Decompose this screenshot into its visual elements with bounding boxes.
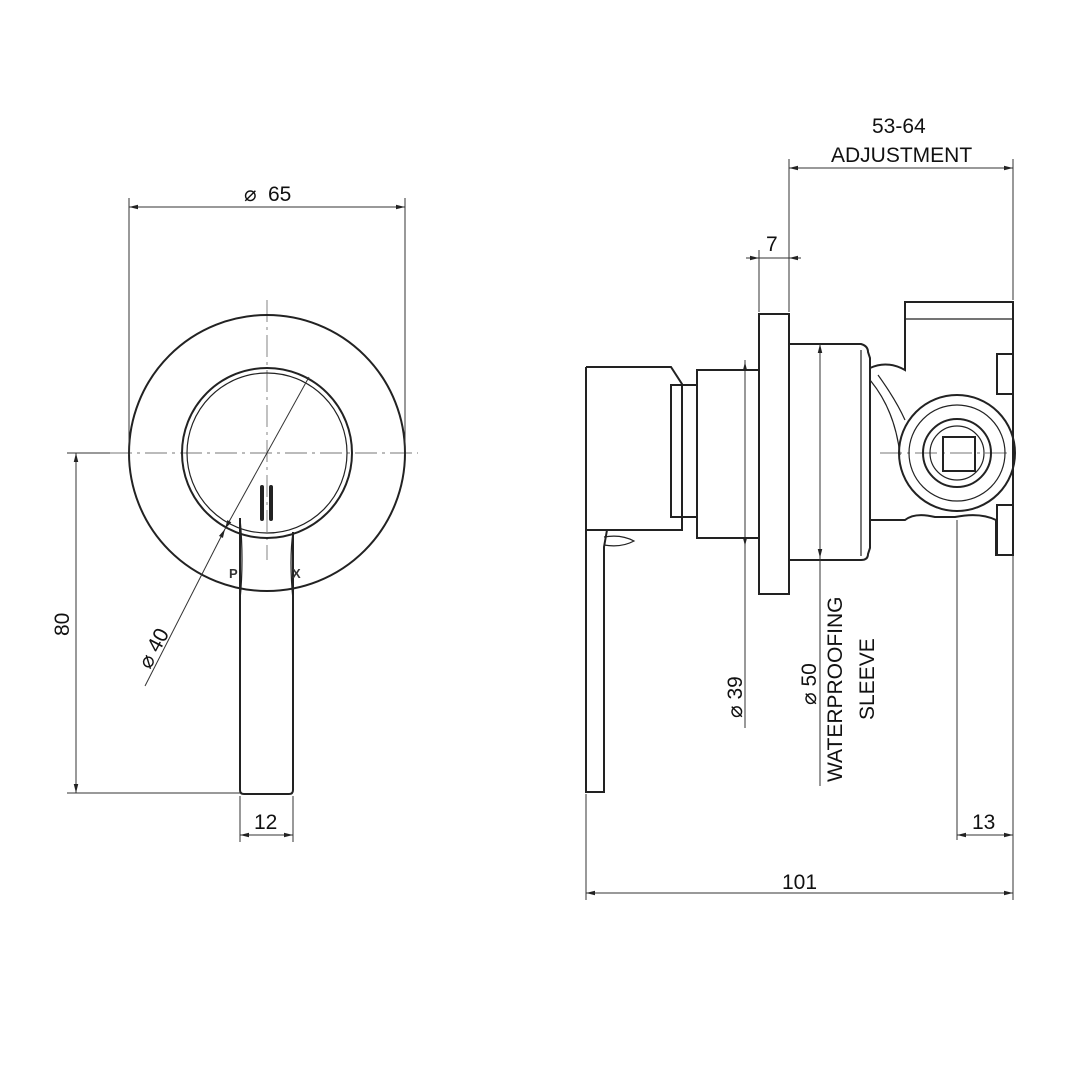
spindle-housing	[670, 384, 698, 518]
dimension-overall-depth: 101	[585, 794, 1014, 900]
lever-width-value: 12	[254, 811, 277, 834]
outlet-bore-circle	[929, 425, 985, 481]
sleeve-label-line1: WATERPROOFING	[824, 597, 847, 783]
dimension-diameter-50: ⌀ 50 WATERPROOFING SLEEVE	[798, 344, 879, 786]
handle-hub	[696, 369, 760, 539]
handle-knob-outer	[181, 367, 353, 539]
wall-plate-profile	[758, 313, 790, 595]
outlet-mid-circle	[908, 404, 1006, 502]
mounting-lug-top	[996, 353, 1014, 395]
handle-knob-inner	[186, 372, 348, 534]
dimension-plate-thickness: 7	[746, 233, 801, 312]
diameter-39-label: ⌀ 39	[724, 676, 747, 718]
height-value: 80	[51, 613, 74, 636]
adjustment-label: ADJUSTMENT	[831, 144, 972, 167]
waterproofing-sleeve	[789, 343, 871, 561]
indicator-mark-right	[269, 485, 273, 521]
dimension-plate-diameter: ⌀ 65	[128, 183, 406, 455]
lever-neck-right	[290, 531, 294, 601]
overall-depth-value: 101	[782, 871, 817, 894]
lever-tip	[603, 535, 636, 547]
plate-thickness-value: 7	[766, 233, 778, 256]
indicator-mark-left	[260, 485, 264, 521]
valve-body	[869, 301, 1014, 556]
lever-head	[586, 366, 683, 531]
outlet-inner-circle	[922, 418, 992, 488]
lever-profile	[585, 367, 609, 793]
lever-outline	[239, 518, 294, 795]
dimension-adjustment: 53-64 ADJUSTMENT	[788, 115, 1014, 312]
sleeve-label-line2: SLEEVE	[856, 638, 879, 720]
dimension-offset: 13	[957, 556, 1014, 842]
outlet-square-drive	[942, 436, 976, 472]
handle-diameter-label: ⌀ 40	[134, 625, 174, 673]
adjustment-value: 53-64	[872, 115, 926, 138]
dimension-lever-width: 12	[239, 796, 294, 842]
front-view: P X ⌀ 65 ⌀ 40 80	[51, 183, 418, 842]
offset-value: 13	[972, 811, 995, 834]
mounting-lug-bottom	[996, 504, 1014, 556]
plate-diameter-value: 65	[268, 183, 291, 206]
brand-letter-x: X	[292, 566, 301, 581]
lever-neck-left	[239, 517, 243, 601]
diameter-50-label: ⌀ 50	[798, 663, 821, 705]
brand-letter-p: P	[229, 566, 238, 581]
dimension-height: 80	[51, 452, 240, 794]
outlet-outer-circle	[898, 394, 1016, 512]
dimension-diameter-39: ⌀ 39	[724, 360, 748, 728]
side-view: 53-64 ADJUSTMENT 7 ⌀ 39 ⌀	[585, 115, 1016, 900]
diameter-symbol: ⌀	[244, 183, 257, 206]
